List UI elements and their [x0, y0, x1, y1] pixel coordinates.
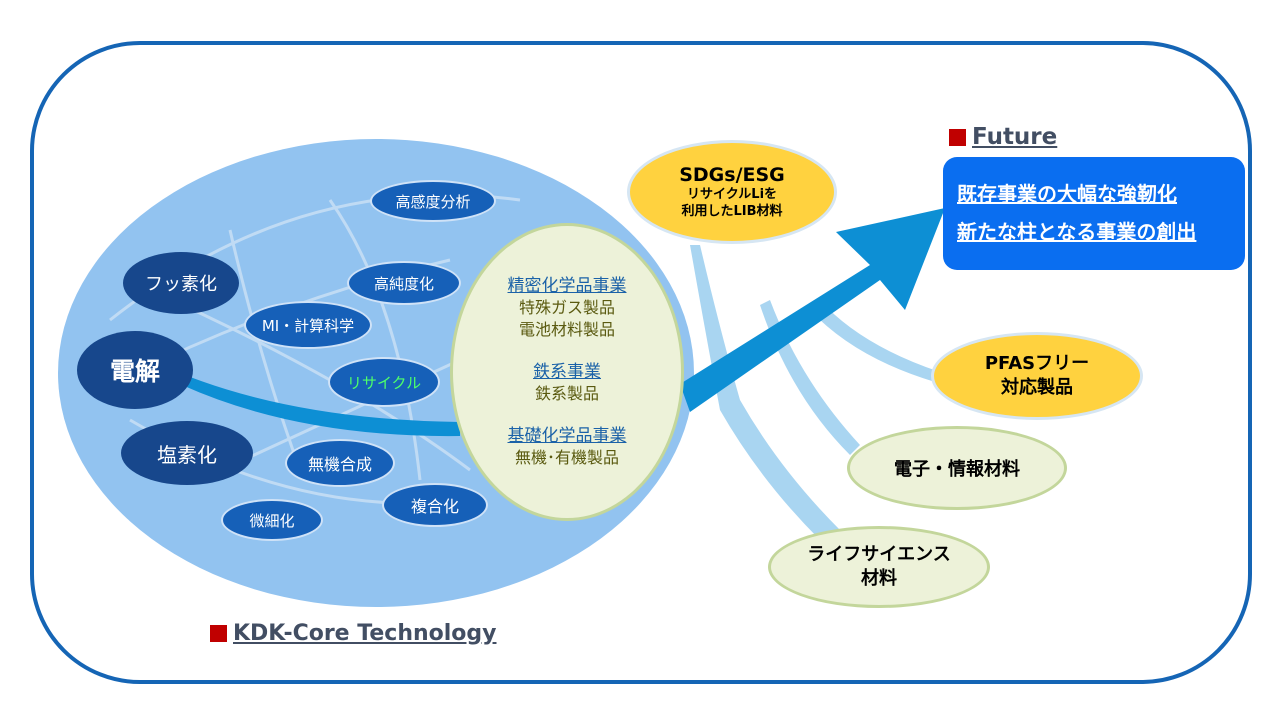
future-line-1[interactable]: 既存事業の大幅な強靭化 — [957, 182, 1177, 206]
node-life: ライフサイエンス 材料 — [768, 526, 990, 608]
node-ensoka: 塩素化 — [121, 421, 253, 485]
biz-seimitsu-item: 特殊ガス製品 — [518, 298, 615, 317]
biz-kiso-item: 無機･有機製品 — [514, 448, 619, 467]
outer-frame — [30, 41, 1252, 684]
denkai-beam — [182, 375, 460, 437]
denshi-line1: 電子・情報材料 — [894, 459, 1020, 480]
node-biseki: 微細化 — [221, 499, 323, 541]
core-heading-text: KDK-Core Technology — [233, 621, 497, 646]
biz-tekkei-item: 鉄系製品 — [534, 384, 599, 403]
biz-tekkei-title[interactable]: 鉄系事業 — [533, 362, 601, 382]
node-kokando: 高感度分析 — [370, 180, 496, 222]
future-line-2[interactable]: 新たな柱となる事業の創出 — [957, 220, 1197, 244]
business-ellipse: 精密化学品事業 特殊ガス製品 電池材料製品 鉄系事業 鉄系製品 基礎化学品事業 … — [450, 223, 684, 521]
pfas-line2: 対応製品 — [1001, 377, 1073, 398]
life-line2: 材料 — [861, 568, 897, 589]
node-fusso: フッ素化 — [123, 252, 239, 314]
node-muki: 無機合成 — [285, 439, 395, 487]
sdgs-line2: 利用したLIB材料 — [681, 204, 783, 219]
future-box: 既存事業の大幅な強靭化 新たな柱となる事業の創出 — [943, 157, 1245, 270]
node-denkai: 電解 — [77, 331, 193, 409]
future-heading-text: Future — [972, 124, 1058, 150]
node-kojundo: 高純度化 — [347, 261, 461, 305]
life-line1: ライフサイエンス — [807, 544, 951, 565]
pfas-line1: PFASフリー — [984, 353, 1090, 374]
red-square-icon — [949, 128, 966, 146]
node-pfas: PFASフリー 対応製品 — [931, 332, 1143, 420]
node-recycle: リサイクル — [328, 357, 440, 407]
future-heading: Future — [949, 124, 1057, 150]
sdgs-title: SDGs/ESG — [679, 164, 785, 186]
biz-kiso-title[interactable]: 基礎化学品事業 — [507, 426, 627, 446]
node-mi: MI・計算科学 — [244, 301, 372, 349]
node-sdgs: SDGs/ESG リサイクルLiを 利用したLIB材料 — [627, 140, 837, 244]
biz-seimitsu-title[interactable]: 精密化学品事業 — [507, 276, 627, 296]
sdgs-line1: リサイクルLiを — [686, 187, 778, 202]
node-denshi: 電子・情報材料 — [847, 426, 1067, 510]
core-heading: KDK-Core Technology — [210, 621, 497, 646]
red-square-icon — [210, 625, 227, 642]
main-arrow — [680, 208, 945, 412]
biz-seimitsu-item: 電池材料製品 — [518, 320, 615, 339]
node-fukugo: 複合化 — [382, 483, 488, 527]
